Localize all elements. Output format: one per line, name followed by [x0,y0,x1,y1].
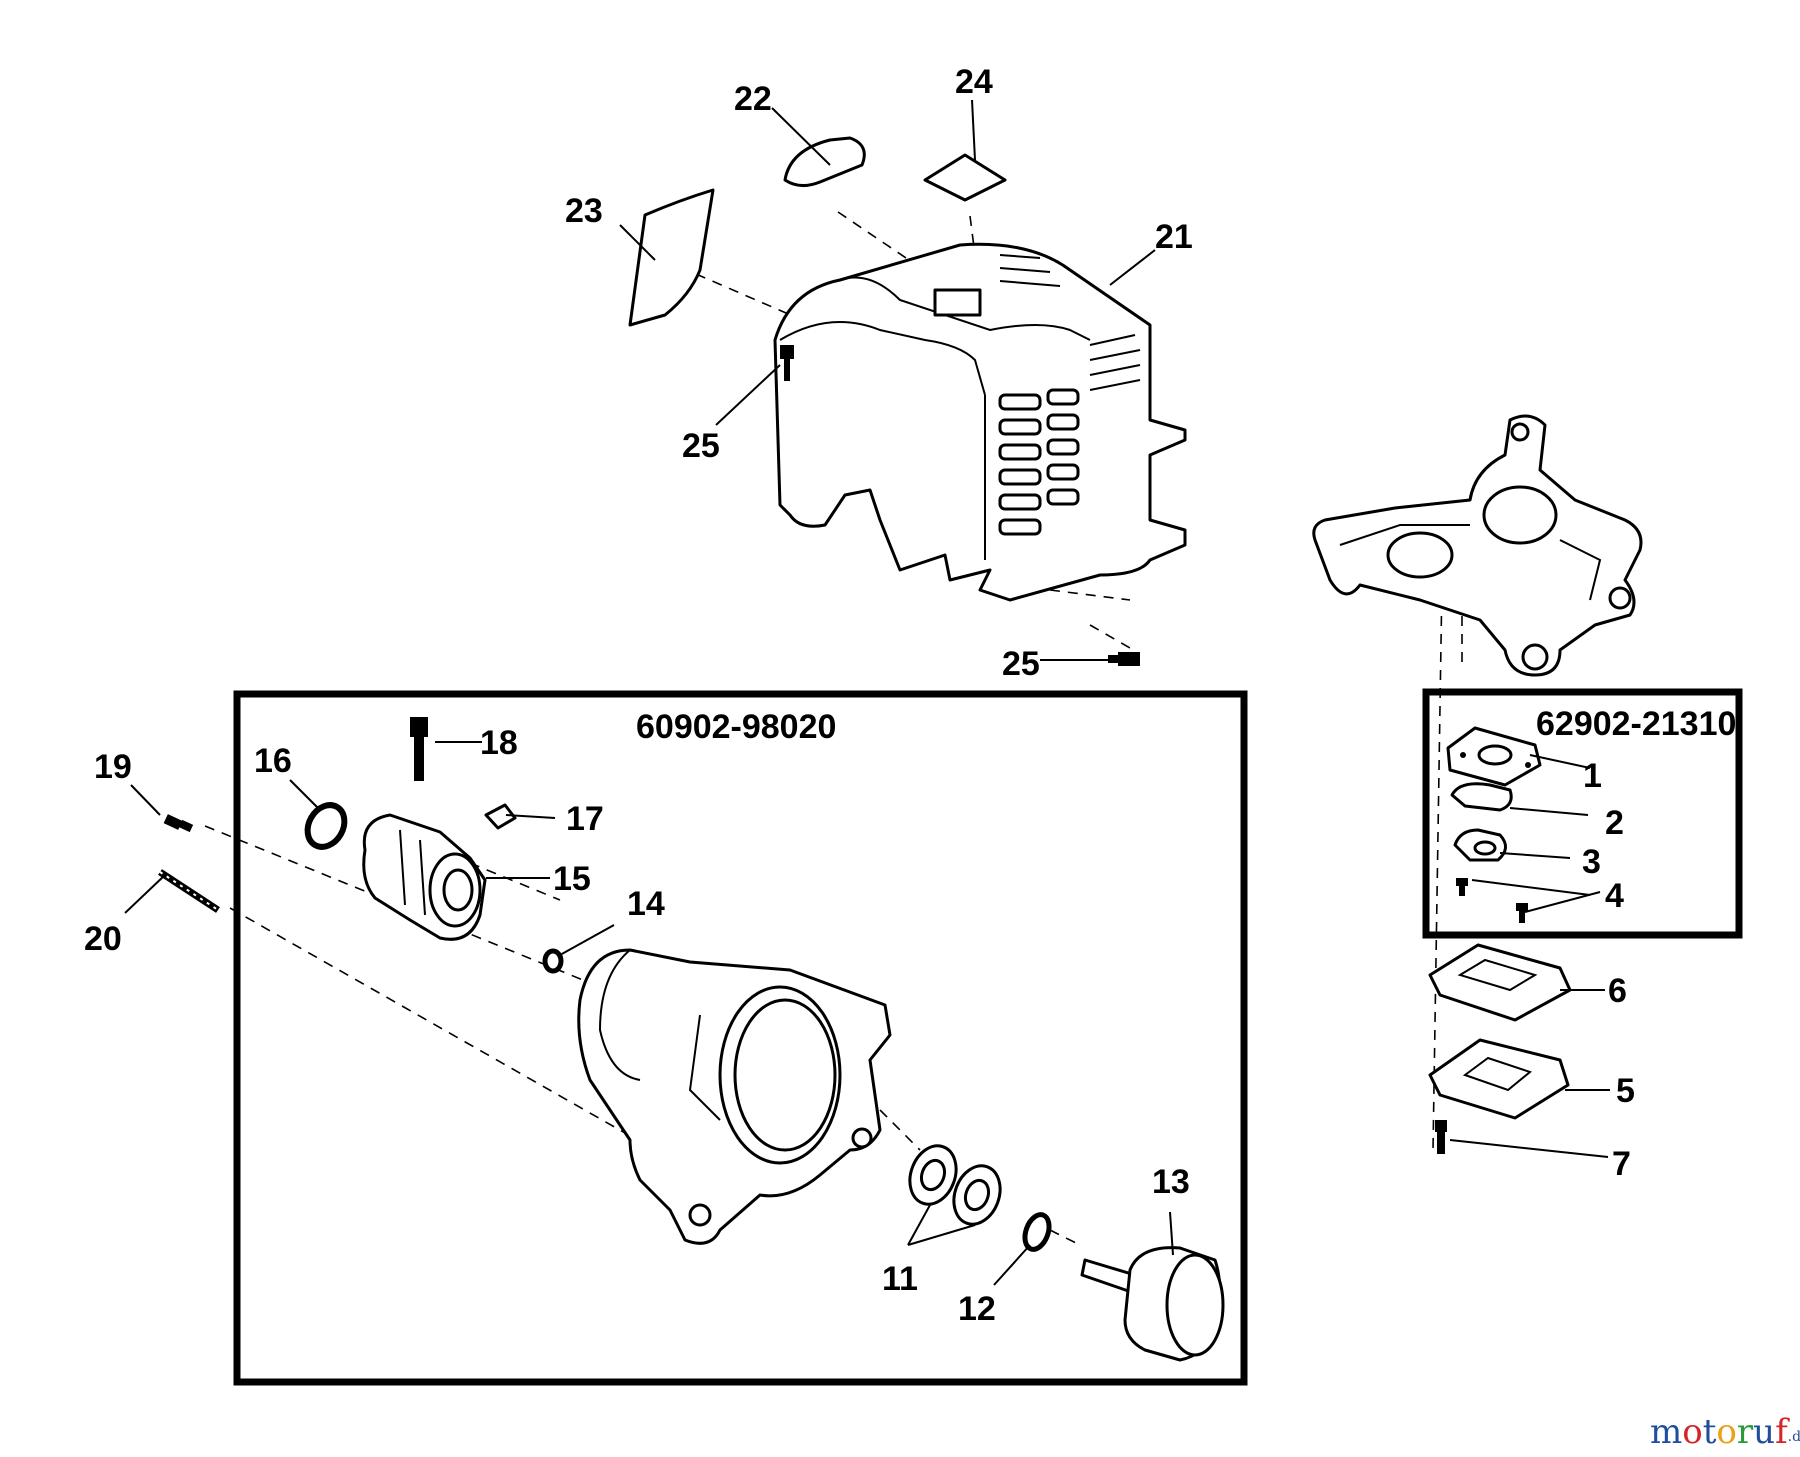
watermark-letter: f [1775,1412,1790,1452]
cap-part [783,136,866,187]
assembly-number-right: 62902-21310 [1536,705,1736,743]
callout-17: 17 [566,800,604,838]
bolt-7 [1435,1120,1447,1154]
callout-25-upper: 25 [682,427,720,465]
callout-3: 3 [1582,843,1601,881]
callout-23: 23 [565,192,603,230]
watermark-logo: motoruf.de [1650,1412,1800,1452]
clutch-case [577,948,892,1245]
reed-plate-2 [1450,782,1513,812]
watermark-letter: r [1737,1412,1754,1452]
watermark-letter: o [1682,1412,1702,1452]
bolt-18 [410,717,428,781]
leader-lines [124,99,1610,1286]
callout-4: 4 [1605,877,1624,915]
callout-6: 6 [1608,972,1627,1010]
callout-13: 13 [1152,1163,1190,1201]
callout-24: 24 [955,63,993,101]
callout-12: 12 [958,1290,996,1328]
clutch-drum-13 [1080,1246,1225,1362]
engine-shroud [773,242,1187,602]
callout-11: 11 [882,1260,918,1298]
watermark-letter: m [1650,1412,1682,1452]
callout-25-lower: 25 [1002,645,1040,683]
watermark-letter: t [1703,1412,1717,1452]
shroud-vents-front [998,388,1080,536]
crankcase [1312,414,1643,677]
long-screw-20 [158,869,220,913]
screws-4 [1456,878,1528,923]
callout-7: 7 [1612,1145,1631,1183]
callout-16: 16 [254,742,292,780]
assembly-box-right [1422,688,1743,939]
callout-21: 21 [1155,218,1193,256]
shroud-vents-side [999,254,1141,391]
watermark-letter: u [1753,1412,1775,1452]
callout-18: 18 [480,724,518,762]
callout-1: 1 [1583,757,1602,795]
assembly-box-left [233,690,1248,1386]
callout-19: 19 [94,748,132,786]
callout-2: 2 [1605,804,1624,842]
square-label-part [923,153,1007,202]
svg-text:motoruf.de: motoruf.de [1650,1412,1800,1452]
screw-19 [163,814,194,833]
callout-22: 22 [734,80,772,118]
circlip-16 [304,802,348,850]
callout-20: 20 [84,920,122,958]
insulator-6 [1428,943,1572,1022]
callout-5: 5 [1616,1072,1635,1110]
screw-lower [1108,652,1140,666]
bearings-11 [908,1144,1002,1226]
watermark-letter: o [1716,1412,1736,1452]
housing-15 [362,813,487,941]
snap-ring-12 [1022,1212,1052,1252]
clip-17 [484,803,517,830]
side-label-part [628,188,715,327]
callout-15: 15 [553,860,591,898]
insulator-5 [1428,1038,1570,1120]
screw-upper [780,345,794,381]
assembly-number-left: 60902-98020 [636,708,836,746]
intake-gasket-1 [1446,726,1542,787]
callout-14: 14 [627,885,665,923]
o-ring-14 [542,948,564,974]
retainer-3 [1453,828,1507,862]
